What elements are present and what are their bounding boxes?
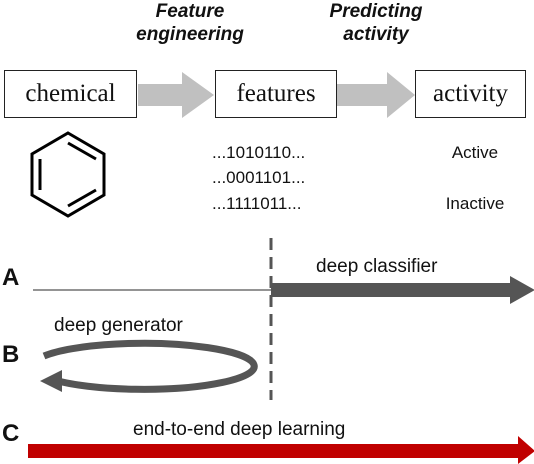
flow-arrow-chemical-to-features [138, 72, 214, 118]
bit-string-2: ...0001101... [212, 168, 306, 187]
bit-string-3: ...1111011... [212, 194, 302, 213]
row-a-arrow-head [510, 276, 534, 304]
activity-label-inactive: Inactive [445, 194, 505, 213]
deep-generator-label: deep generator [54, 315, 183, 336]
header-feature-engineering: Feature engineering [110, 0, 270, 46]
row-b-cycle-arrow [40, 339, 258, 393]
deep-classifier-label: deep classifier [316, 256, 438, 277]
benzene-icon [30, 131, 106, 218]
chemical-box: chemical [4, 70, 137, 118]
header-feature-engineering-line1: Feature [155, 1, 225, 22]
row-c-arrow-shaft [28, 444, 520, 458]
header-feature-engineering-line2: engineering [136, 24, 244, 45]
features-box: features [215, 70, 337, 118]
header-predicting-activity-line2: activity [343, 24, 409, 45]
row-label-a: A [2, 264, 20, 291]
activity-label-active: Active [451, 143, 499, 162]
row-label-b: B [2, 341, 20, 368]
activity-box: activity [415, 70, 526, 118]
bit-string-1: ...1010110... [212, 143, 306, 162]
row-label-c: C [2, 420, 20, 447]
row-a-arrow-shaft [271, 283, 511, 297]
flow-arrow-features-to-activity [337, 72, 415, 118]
end-to-end-label: end-to-end deep learning [133, 419, 346, 440]
header-predicting-activity-line1: Predicting [329, 1, 423, 22]
row-c-arrow-head [518, 436, 534, 464]
header-predicting-activity: Predicting activity [296, 0, 456, 46]
